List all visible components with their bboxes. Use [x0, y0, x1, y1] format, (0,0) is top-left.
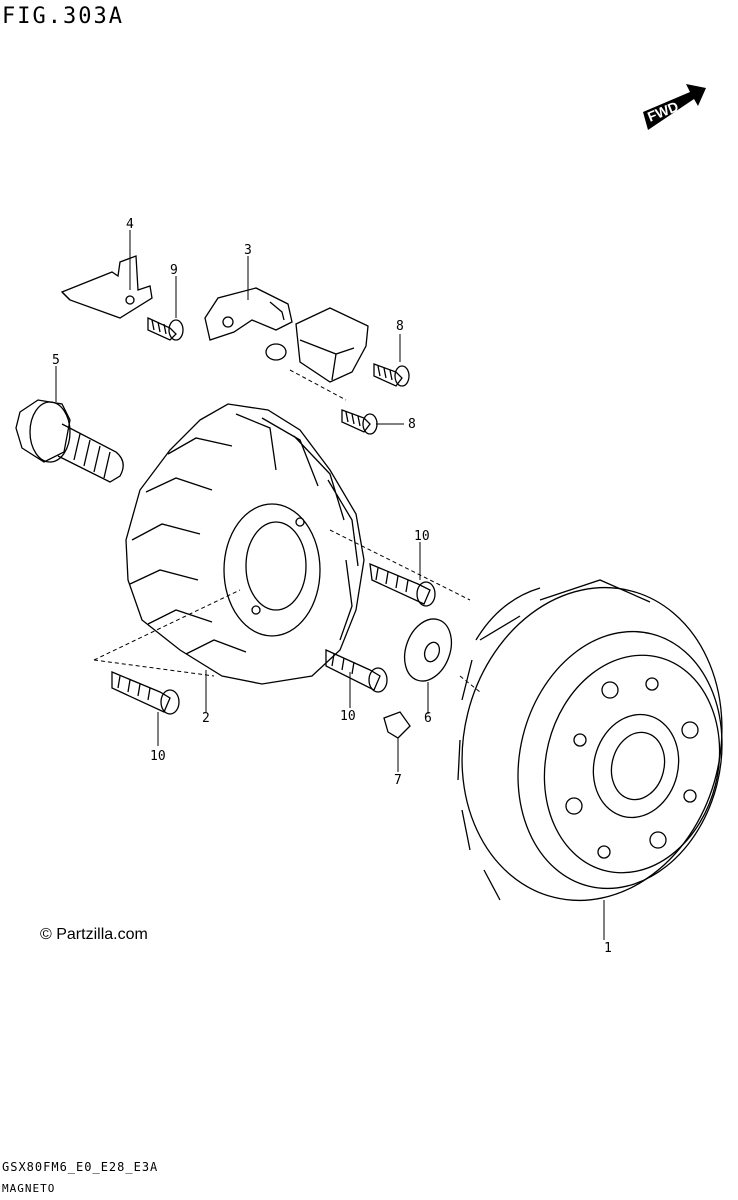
callout-7: 7: [394, 773, 402, 788]
part-8-screw-lower: [341, 409, 378, 435]
callout-2: 2: [202, 711, 210, 726]
part-3-pickup-bracket: [204, 287, 293, 341]
part-8-screw-upper: [373, 363, 410, 387]
part-10-screw-left: [111, 671, 180, 715]
part-4-bracket: [60, 255, 153, 319]
callout-labels: 1 2 3 4 5 6 7 8 8 9 10 10 10: [52, 217, 612, 956]
fwd-arrow-icon: FWD: [643, 84, 706, 130]
leader-lines: [55, 230, 605, 940]
part-2-stator: [125, 403, 365, 685]
part-10-screw-right: [369, 562, 436, 607]
copyright-notice: © Partzilla.com: [40, 926, 148, 943]
callout-8-upper: 8: [396, 319, 404, 334]
callout-1: 1: [604, 941, 612, 956]
part-10-screw-middle: [325, 648, 388, 693]
callout-4: 4: [126, 217, 134, 232]
part-9-screw: [147, 316, 184, 341]
part-7-key: [383, 711, 411, 739]
figure-title: FIG.303A: [2, 4, 124, 29]
callout-3: 3: [244, 243, 252, 258]
callout-10-left: 10: [150, 749, 166, 764]
callout-10-middle: 10: [340, 709, 356, 724]
part-3-pickup-coil: [265, 307, 369, 383]
callout-5: 5: [52, 353, 60, 368]
part-5-flange-bolt: [15, 399, 124, 483]
part-1-rotor: [457, 579, 723, 902]
section-name: MAGNETO: [2, 1182, 56, 1195]
part-6-washer: [403, 618, 453, 682]
callout-8-lower: 8: [408, 417, 416, 432]
fwd-label: FWD: [645, 98, 681, 125]
callout-10-right: 10: [414, 529, 430, 544]
callout-9: 9: [170, 263, 178, 278]
model-code: GSX80FM6_E0_E28_E3A: [2, 1160, 159, 1174]
callout-6: 6: [424, 711, 432, 726]
